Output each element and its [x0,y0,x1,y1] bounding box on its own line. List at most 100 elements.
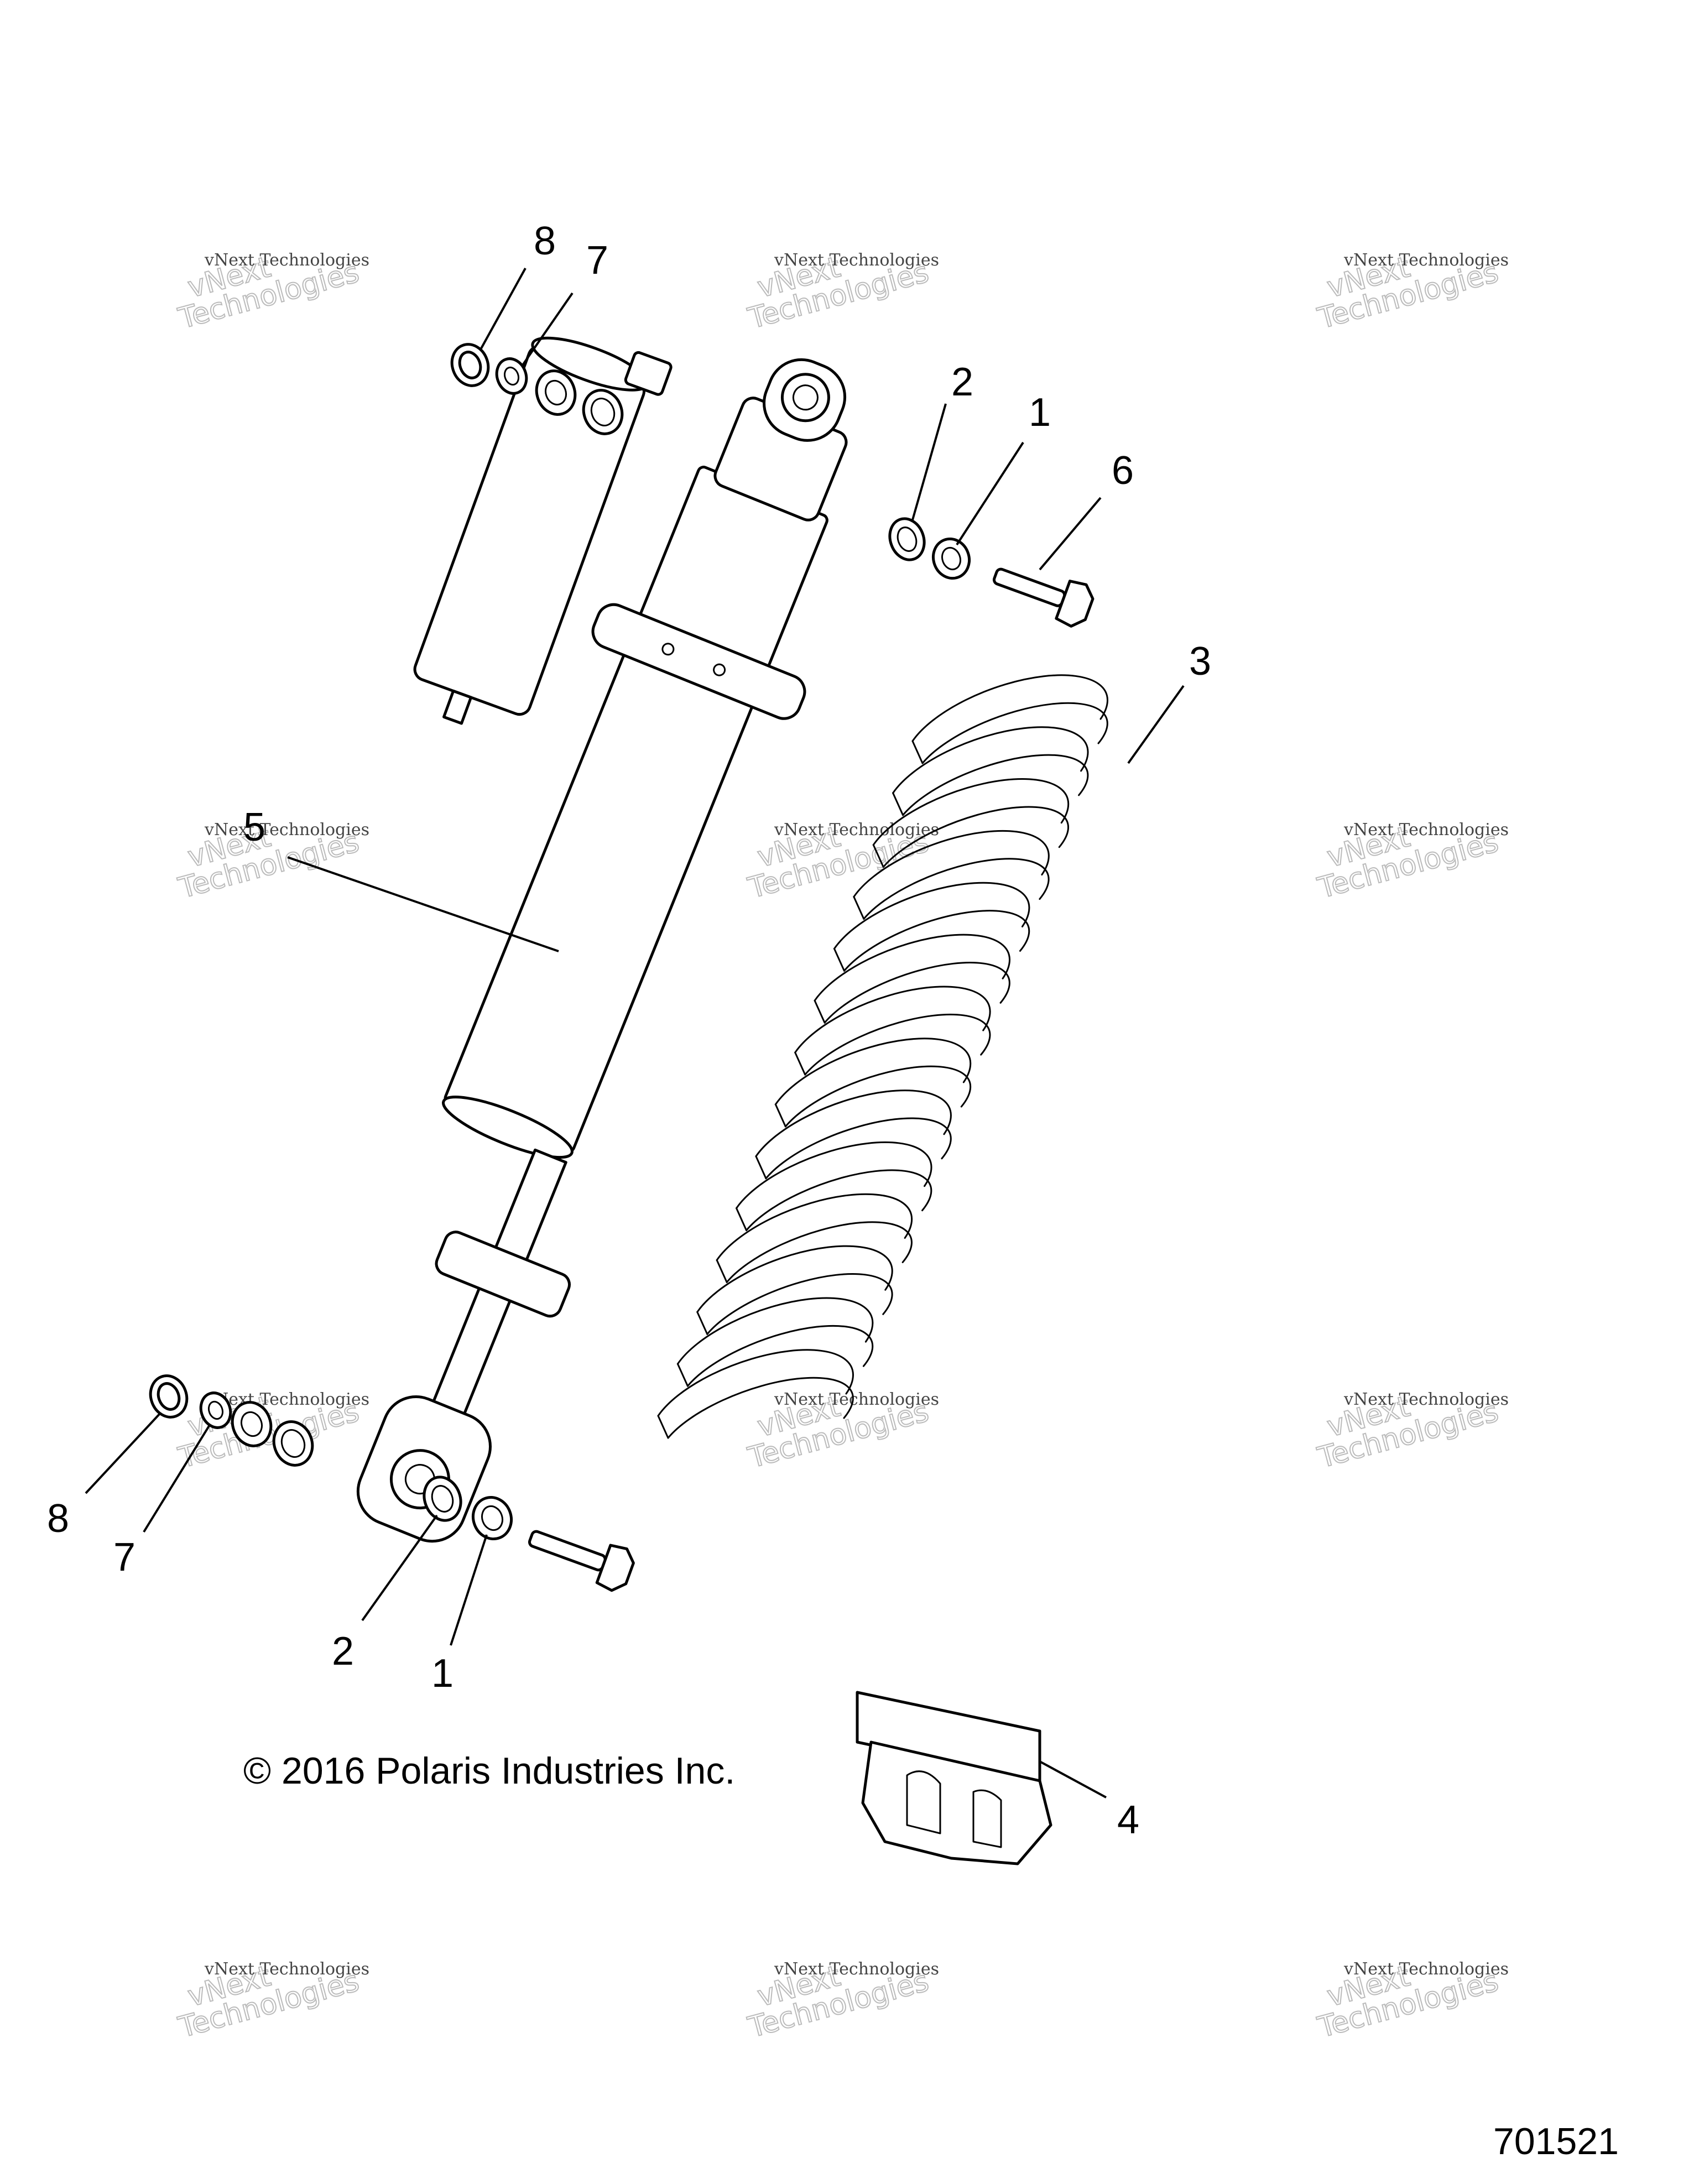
callout-5: 5 [243,805,265,849]
watermark: vNext Technologies vNext Technologies [174,820,369,906]
washer-bottom-inner [272,1420,314,1467]
shock-body [442,358,848,1159]
drawing-number: 701521 [1493,2120,1619,2162]
watermark-small: vNext Technologies [1343,251,1509,270]
leader-1-bottom [450,1534,488,1646]
callout-1-bottom: 1 [431,1651,454,1696]
spring-coil-edge [814,999,826,1024]
spring-coil [872,778,1070,846]
spring-coil [657,1349,854,1417]
spring-coil-inner [824,961,1010,1024]
spring-coil [911,674,1108,742]
callout-1-top: 1 [1029,390,1051,435]
callout-7-top: 7 [586,238,608,283]
spring-coil-inner [667,1377,854,1439]
washer-top-inner [582,389,624,435]
watermark: vNext Technologies vNext Technologies [744,820,939,906]
bolt-bottom [528,1530,635,1592]
bottom-hardware [149,1374,635,1592]
spring-coil [755,1090,952,1158]
watermark-small: vNext Technologies [774,251,939,270]
leader-2-top [911,403,947,520]
watermark-small: vNext Technologies [204,820,369,840]
callout-2-bottom: 2 [332,1629,354,1674]
spring-coil-edge [774,1103,786,1128]
spring-coil-inner [902,754,1089,816]
watermark-small: vNext Technologies [1343,820,1509,840]
spring-coil [814,934,1011,1002]
spring-coil [774,1038,972,1106]
leader-5 [287,856,559,952]
spring-coil [736,1141,932,1210]
leader-4 [1039,1760,1107,1799]
callout-4: 4 [1117,1798,1139,1842]
watermark-small: vNext Technologies [774,820,939,840]
spring-coil-inner [804,1013,991,1076]
spring-coil [794,986,991,1054]
top-hardware [450,343,1095,628]
leader-lines [85,268,1185,1799]
spring-coil-edge [696,1311,708,1335]
spring-coil-inner [706,1273,893,1335]
spring-coil [716,1193,913,1261]
bolt-6 [992,567,1095,628]
watermark: vNext Technologies vNext Technologies [1314,820,1509,906]
watermark-small: vNext Technologies [774,1959,939,1979]
spring-coil-edge [911,740,924,764]
bushing-8-top [450,343,490,387]
bushing-1-bottom [472,1495,513,1541]
shock-absorber [356,336,848,1543]
leader-7-bottom [143,1423,211,1533]
watermark-small: vNext Technologies [204,1390,369,1409]
spring-coil-edge [716,1259,728,1283]
leader-3 [1127,685,1185,764]
spring-coil-edge [872,844,884,868]
watermark: vNext Technologies vNext Technologies [174,1959,369,2045]
spring-coil-inner [843,910,1030,972]
callout-numbers: 8 7 2 1 6 3 5 8 7 2 1 4 [47,219,1211,1842]
spring-coil-edge [736,1207,748,1232]
watermark: vNext Technologies vNext Technologies [1314,1959,1509,2045]
coil-spring [657,674,1108,1439]
spring-coil-edge [657,1415,669,1439]
watermark-small: vNext Technologies [204,1959,369,1979]
leader-7-top [522,292,574,366]
spring-coil-edge [833,947,845,972]
leader-2-bottom [361,1514,438,1622]
watermark: vNext Technologies vNext Technologies [744,1389,939,1476]
watermark-small: vNext Technologies [1343,1959,1509,1979]
leader-1-top [956,441,1024,546]
callout-6: 6 [1112,449,1134,493]
watermark-small: vNext Technologies [204,251,369,270]
watermark-small: vNext Technologies [1343,1390,1509,1409]
washer-7-bottom [199,1391,232,1429]
washer-2-bottom [423,1476,462,1522]
spring-coil-edge [892,792,904,816]
spring-coil [853,830,1050,898]
spring-seat-4 [856,1691,1052,1865]
bushing-1-top [932,537,971,580]
watermark: vNext Technologies vNext Technologies [1314,1389,1509,1476]
watermark: vNext Technologies vNext Technologies [744,1959,939,2045]
spring-coil [676,1297,874,1365]
spring-coil [892,726,1089,794]
spring-coil-edge [794,1051,806,1076]
callout-2-top: 2 [951,360,973,404]
callout-3: 3 [1189,639,1211,684]
watermark: vNext Technologies vNext Technologies [1314,250,1509,336]
spring-coil-edge [853,896,865,920]
washer-2-top [888,517,926,561]
spring-coil-inner [765,1117,952,1180]
bushing-bottom-inner [231,1401,273,1447]
watermark-small: vNext Technologies [774,1390,939,1409]
leader-8-bottom [85,1412,161,1494]
watermark: vNext Technologies vNext Technologies [744,250,939,336]
callout-7-bottom: 7 [113,1535,135,1580]
bushing-8-bottom [149,1374,189,1419]
callout-8-top: 8 [534,219,556,263]
spring-coil-inner [726,1221,913,1283]
spring-coil-inner [882,806,1070,868]
leader-8-top [480,268,527,349]
leader-6 [1039,497,1102,571]
